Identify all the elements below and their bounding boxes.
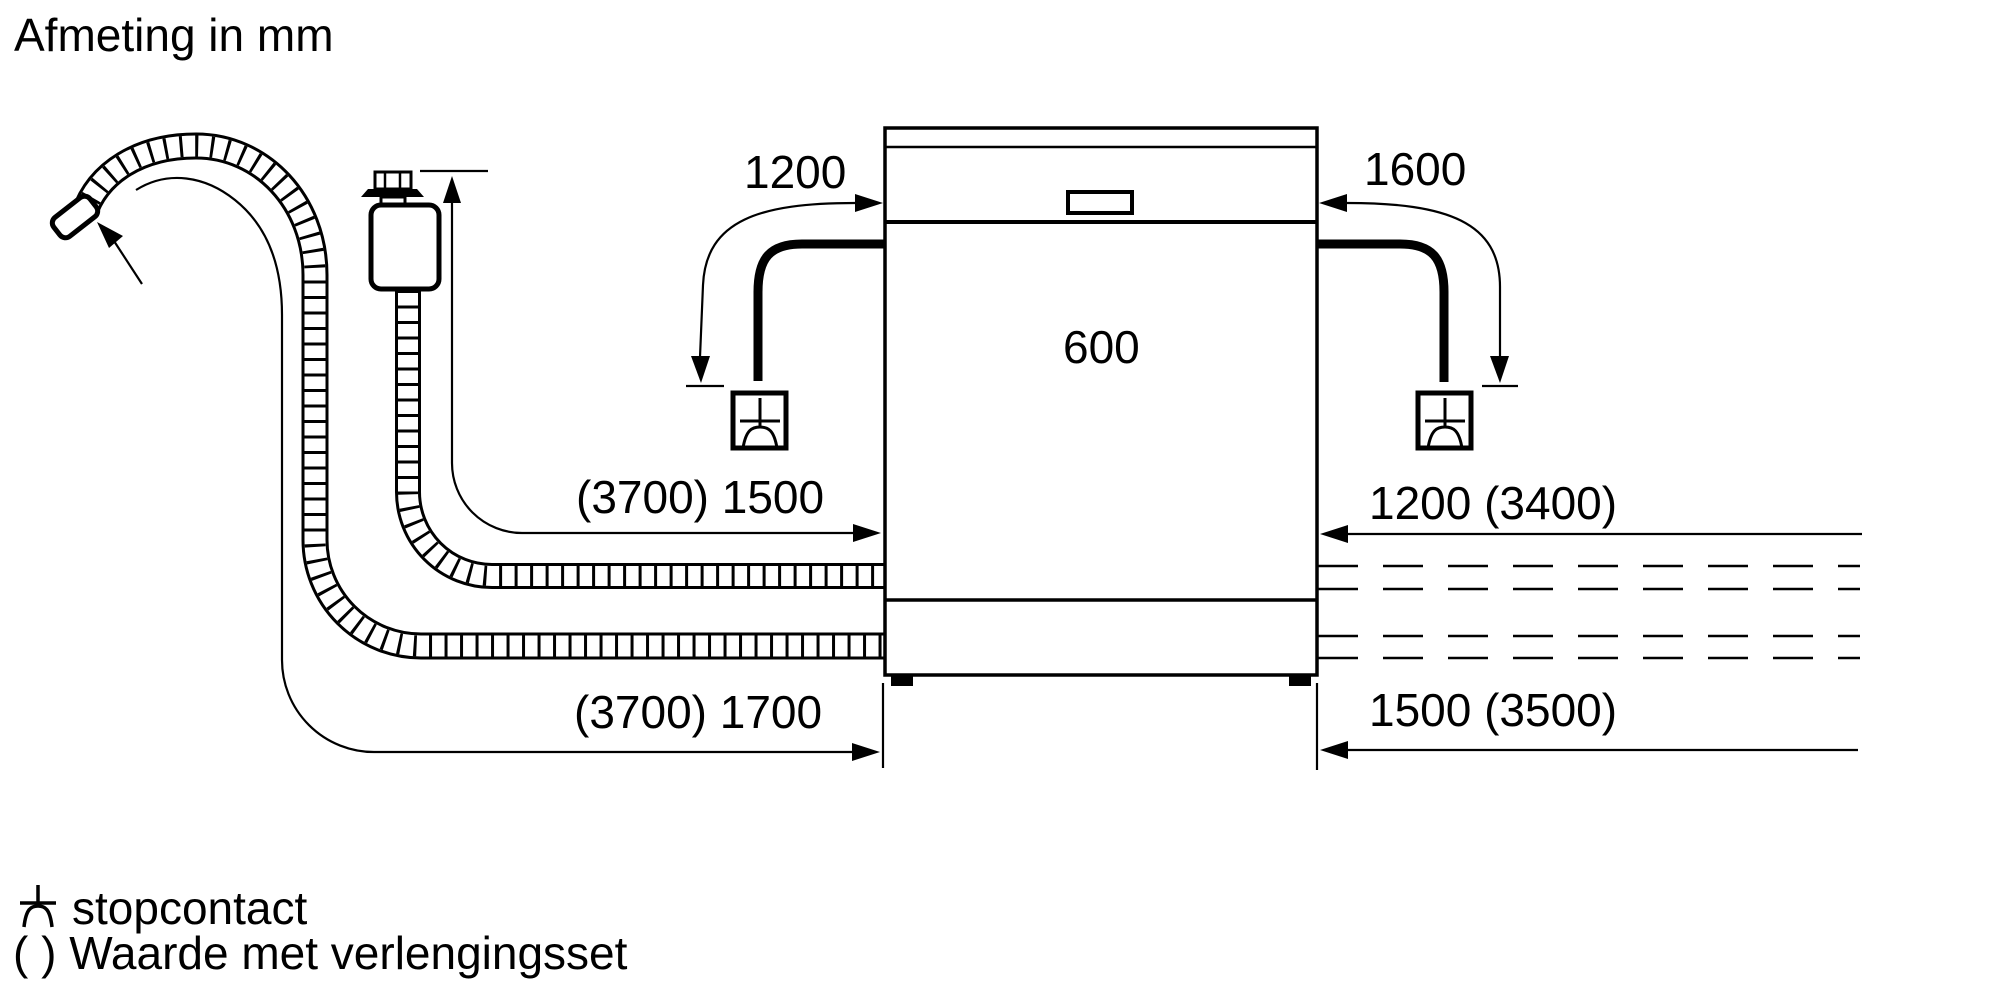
arrow-down-icon xyxy=(1490,356,1509,383)
dim-power-cord-right-label: 1600 xyxy=(1364,143,1467,195)
dim-leader-drain-right xyxy=(1315,683,1858,770)
dim-leader-supply-right xyxy=(1320,525,1862,543)
valve-gasket xyxy=(361,189,424,197)
foot-left xyxy=(891,675,913,686)
drain-hose xyxy=(49,132,885,660)
supply-hose xyxy=(395,290,885,589)
arrow-up-icon xyxy=(443,176,461,203)
tap-connector-valve xyxy=(361,170,442,292)
dim-leader-supply-left xyxy=(420,169,881,542)
legend-extension-note: ( ) Waarde met verlengingsset xyxy=(13,927,628,979)
drain-hose-spout xyxy=(49,193,101,241)
arrow-right-icon xyxy=(852,743,880,761)
socket-box-right-icon xyxy=(1415,390,1474,451)
arrow-right-icon xyxy=(853,524,881,542)
page-title: Afmeting in mm xyxy=(14,9,334,61)
arrow-left-icon xyxy=(1319,194,1347,212)
arrow-down-icon xyxy=(691,356,710,383)
dim-leader-drain-left xyxy=(97,176,885,768)
dishwasher-outline xyxy=(883,126,1319,677)
arrow-up-left-icon xyxy=(97,222,123,248)
dim-supply-hose-right-label: 1200 (3400) xyxy=(1369,477,1618,529)
legend-socket-label: stopcontact xyxy=(72,882,308,934)
dishwasher xyxy=(883,126,1319,686)
dim-drain-hose-right-label: 1500 (3500) xyxy=(1369,684,1618,736)
power-cable-left xyxy=(753,239,885,381)
dashed-hose-extension-right xyxy=(1318,564,1860,660)
dim-power-cord-left-label: 1200 xyxy=(744,146,847,198)
dim-drain-hose-left-label: (3700) 1700 xyxy=(574,686,823,738)
arrow-left-icon xyxy=(1320,525,1348,543)
valve-hex-nut xyxy=(373,170,413,191)
door-handle xyxy=(1066,190,1134,215)
socket-box-left-icon xyxy=(730,390,789,451)
arrow-right-icon xyxy=(855,194,883,212)
dim-supply-hose-left-label: (3700) 1500 xyxy=(576,471,825,523)
foot-right xyxy=(1289,675,1311,686)
dim-leader-power-cord-left xyxy=(686,194,883,388)
dim-leader-power-cord-right xyxy=(1319,194,1518,388)
power-cable-right xyxy=(1317,239,1449,382)
valve-body xyxy=(368,202,442,292)
arrow-left-icon xyxy=(1320,741,1348,759)
dim-appliance-width-label: 600 xyxy=(1063,321,1140,373)
socket-legend-icon xyxy=(20,885,56,928)
